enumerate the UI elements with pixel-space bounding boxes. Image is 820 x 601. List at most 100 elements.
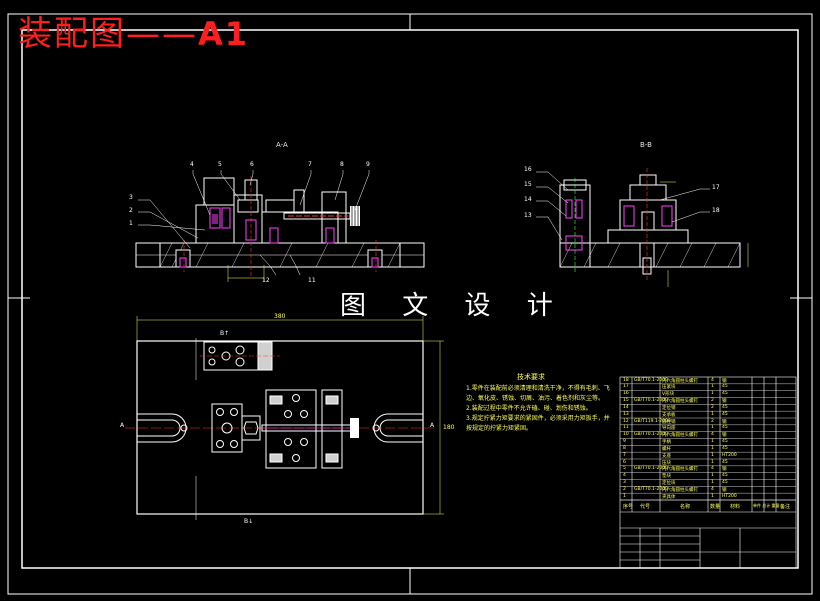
bom-cell: 内六角圆柱头螺钉	[662, 487, 698, 493]
bom-cell: GB/T70.1-2000	[634, 486, 668, 492]
balloon-15: 15	[524, 181, 532, 188]
bom-cell: 10	[623, 432, 629, 438]
bom-cell: 支座	[662, 453, 671, 459]
bom-cell: 手柄	[662, 440, 671, 445]
bom-cell: 45	[722, 480, 728, 485]
section-marker-a-right: A	[430, 422, 435, 429]
bom-cell: 45	[722, 473, 728, 479]
bom-cell: 钢	[722, 399, 727, 404]
bom-cell: GB/T119.1-2000	[634, 418, 671, 424]
bom-cell: 18	[623, 377, 629, 383]
bom-cell: 1	[711, 452, 714, 458]
bom-cell: 2	[711, 418, 714, 424]
bom-cell: 4	[711, 486, 714, 492]
bom-cell: 夹具体	[662, 494, 676, 500]
section-aa-view	[135, 170, 425, 282]
bom-cell: HT200	[722, 493, 737, 499]
bom-cell: 1	[711, 425, 714, 431]
bom-cell: 45	[722, 439, 728, 444]
balloon-3: 1	[129, 220, 133, 227]
bom-cell: HT200	[722, 452, 737, 458]
balloon-16: 16	[524, 166, 532, 173]
bom-cell: 1	[711, 445, 714, 451]
bom-cell: 支承板	[662, 412, 676, 418]
dimension-height: 180	[443, 424, 455, 431]
bom-cell: 圆柱销	[662, 419, 676, 425]
bom-cell: 45	[722, 425, 728, 431]
bom-cell: 2	[711, 398, 714, 403]
drawing-title: 装配图——A1	[18, 14, 249, 54]
balloon-6: 6	[250, 161, 254, 168]
balloon-4: 4	[190, 161, 194, 168]
bom-cell: 垫块	[662, 474, 671, 480]
bom-cell: 5	[623, 466, 626, 472]
bom-cell: 3	[623, 480, 626, 485]
bom-cell: 1	[711, 391, 714, 397]
bom-cell: 内六角圆柱头螺钉	[662, 378, 698, 384]
bom-cell: V形块	[662, 392, 675, 398]
title-code: A1	[198, 15, 250, 53]
bom-cell: 17	[623, 384, 629, 390]
balloon-5: 5	[218, 161, 222, 168]
bom-cell: 2	[623, 486, 626, 492]
bom-cell: 7	[623, 452, 626, 458]
title-cn: 装配图	[18, 14, 126, 54]
balloon-14: 14	[524, 196, 532, 203]
balloon-8: 8	[340, 161, 344, 168]
bom-cell: 2	[711, 404, 714, 410]
bom-cell: 45	[722, 384, 728, 390]
bom-cell: 13	[623, 411, 629, 417]
tech-note-line: 2.装配过程中零件不允许磕、碰、划伤和锈蚀。	[466, 405, 592, 412]
title-dash: ——	[126, 14, 198, 54]
balloon-12: 12	[262, 277, 270, 284]
balloon-7: 7	[308, 161, 312, 168]
bom-cell: 1	[711, 473, 714, 479]
balloon-13: 13	[524, 212, 532, 219]
bom-cell: 螺杆	[662, 446, 671, 452]
bom-cell: 9	[623, 439, 626, 444]
bom-cell: 定位销	[662, 405, 676, 411]
balloon-17: 17	[712, 184, 720, 191]
dimension-width: 380	[274, 313, 286, 320]
bom-cell: 1	[711, 439, 714, 444]
bom-cell: 1	[711, 384, 714, 390]
bom-cell: 45	[722, 404, 728, 410]
balloon-18: 18	[712, 207, 720, 214]
bom-header-name: 名称	[680, 504, 691, 510]
bom-row-lines	[620, 383, 796, 501]
bom-cell: 1	[623, 493, 626, 499]
balloon-2: 2	[129, 207, 133, 214]
bom-cell: 6	[623, 459, 626, 465]
bom-cell: 1	[711, 493, 714, 499]
tech-note-line: 3.规定拧紧力矩要求的紧固件，必须采用力矩扳手，并按规定的拧紧力矩紧固。	[466, 415, 610, 432]
bom-cell: 钢	[722, 467, 727, 473]
bom-header-qty: 数量	[710, 504, 721, 510]
bom-cell: GB/T70.1-2000	[634, 377, 668, 383]
bom-cell: 45	[722, 459, 728, 465]
bom-cell: 4	[711, 432, 714, 438]
bom-cell: 16	[623, 391, 629, 397]
bom-cell: 1	[711, 459, 714, 465]
bom-header-remark: 备注	[780, 504, 791, 510]
bom-cell: 压块	[662, 460, 671, 466]
bom-cell: 压紧块	[662, 385, 676, 391]
bom-cell: 定位块	[662, 481, 676, 486]
bom-cell: 4	[623, 473, 626, 479]
watermark-text: 图 文 设 计	[340, 291, 567, 321]
bom-cell: 45	[722, 391, 728, 397]
bom-cell: GB/T70.1-2000	[634, 432, 668, 438]
bom-cell: 15	[623, 398, 629, 403]
bom-cell: 钢	[722, 487, 727, 493]
bom-cell: 钢	[722, 378, 727, 384]
section-marker-b-top: B↑	[220, 330, 230, 337]
bom-cell: GB/T70.1-2000	[634, 466, 668, 472]
bom-cell: 8	[623, 445, 626, 451]
bom-cell: 4	[711, 377, 714, 383]
bom-cell: 内六角圆柱头螺钉	[662, 433, 698, 439]
section-marker-a-left: A	[120, 422, 125, 429]
bom-header-no: 序号	[623, 504, 634, 510]
bom-cell: 钢	[722, 433, 727, 439]
tech-note-line: 1.零件在装配前必须清理和清洗干净，不得有毛刺、飞边、氧化皮、锈蚀、切屑、油污、…	[466, 385, 610, 402]
bom-cell: 1	[711, 480, 714, 485]
